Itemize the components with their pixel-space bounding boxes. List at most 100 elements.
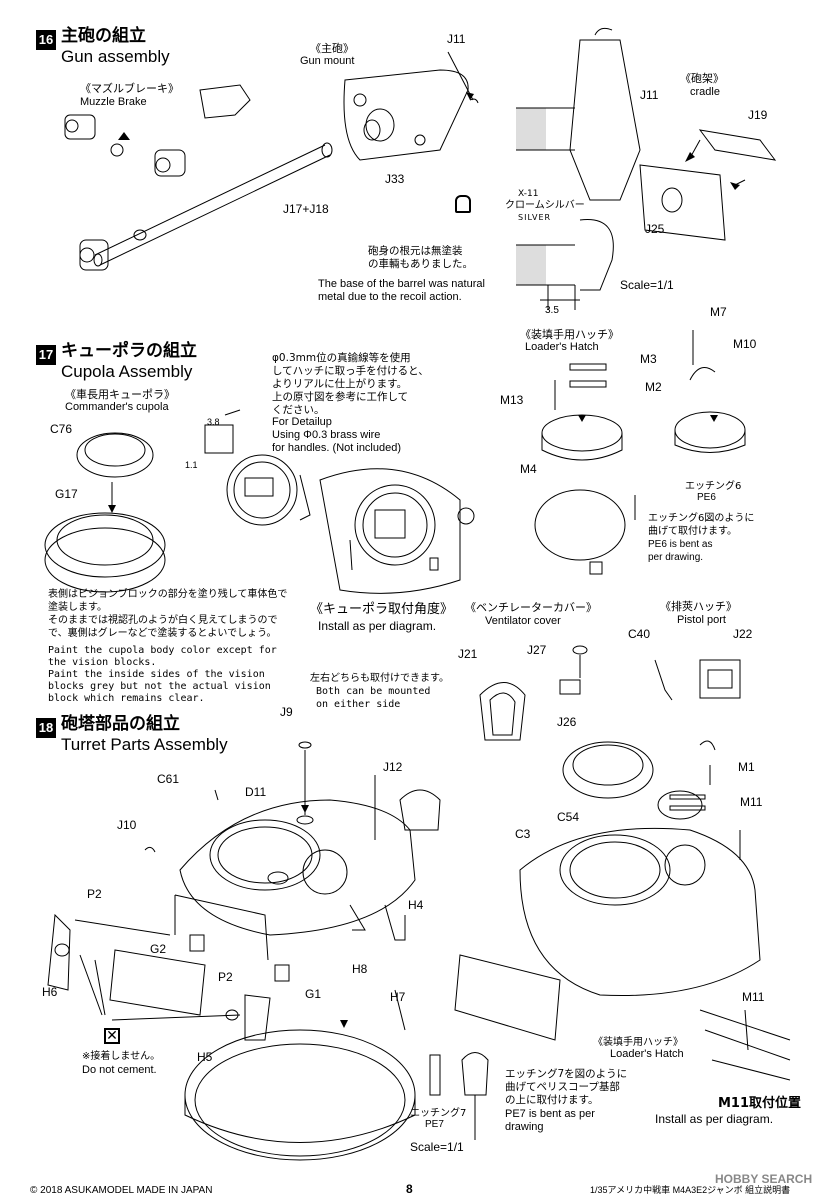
cmd-cupola-label-jp: 《車長用キューポラ》 (65, 388, 175, 401)
pe7-note-en: PE7 is bent as per drawing (505, 1108, 595, 1133)
no-cement-icon: ✕ (104, 1028, 120, 1044)
step-17-badge: 17 (36, 345, 56, 365)
footer-copyright: © 2018 ASUKAMODEL MADE IN JAPAN (30, 1185, 213, 1196)
pistol-port-label-en: Pistol port (677, 614, 726, 626)
part-p2-a: P2 (87, 887, 102, 901)
part-h4: H4 (408, 898, 424, 912)
part-j19: J19 (748, 108, 768, 122)
step-16-scale: Scale=1/1 (620, 278, 674, 292)
cradle-drawing (516, 27, 641, 310)
ventilator-label-jp: 《ベンチレーターカバー》 (465, 601, 597, 614)
step-16-badge: 16 (36, 30, 56, 50)
part-h8: H8 (352, 962, 368, 976)
no-cement-jp: ※接着しません。 (82, 1051, 161, 1062)
pistol-port-label-jp: 《排莢ハッチ》 (660, 600, 737, 613)
pistol-port-drawing (654, 659, 741, 701)
detail-note-en: For Detailup Using Φ0.3 brass wire for h… (272, 416, 402, 454)
part-j11-b: J11 (640, 88, 659, 102)
footer-title: 1/35アメリカ中戦車 M4A3E2ジャンボ 組立説明書 (590, 1185, 791, 1195)
cupola-install-drawing (319, 468, 475, 594)
part-m4: M4 (520, 462, 537, 476)
paint-code: X-11 (518, 189, 539, 199)
footer-page-number: 8 (406, 1182, 413, 1196)
part-m10: M10 (733, 337, 757, 351)
cupola-paint-note-en: Paint the cupola body color except for t… (48, 645, 277, 704)
part-j25: J25 (645, 222, 665, 236)
mantlet-parts-drawing (47, 913, 290, 1041)
barrel-drawing (79, 142, 333, 271)
commanders-cupola-drawing (44, 432, 166, 593)
mount-either-side-en: Both can be mounted on either side (316, 686, 431, 710)
pe6-label-jp: エッチング6 (685, 481, 742, 492)
part-d11: D11 (245, 785, 267, 799)
dim-3-8: 3.8 (207, 417, 220, 427)
step-18-badge: 18 (36, 718, 56, 738)
paint-name-jp: クロームシルバー (505, 200, 585, 211)
turret-drawing (144, 741, 441, 961)
part-g17: G17 (55, 487, 78, 501)
barrel-note-en: The base of the barrel was natural metal… (318, 278, 485, 303)
cupola-paint-note-jp: 表側はビジョンブロックの部分を塗り残して車体色で 塗装します。 そのままでは視認… (48, 589, 288, 639)
part-m7: M7 (710, 305, 727, 319)
part-c61: C61 (157, 772, 180, 786)
step-16-title-en: Gun assembly (61, 47, 170, 66)
turret-right-drawing (454, 740, 791, 1081)
step-18-scale: Scale=1/1 (410, 1140, 464, 1154)
part-m1: M1 (738, 760, 755, 774)
part-c40: C40 (628, 627, 651, 641)
step-17-title-jp: キューポラの組立 (61, 341, 197, 361)
turret-ring-drawing (184, 989, 416, 1161)
paint-bottle-icon (455, 195, 471, 213)
part-p2-b: P2 (218, 970, 233, 984)
barrel-dimension: 3.5 (545, 305, 559, 316)
hatch-detail-drawing (204, 409, 311, 526)
arrows (108, 92, 740, 1028)
gun-mount-label-en: Gun mount (300, 55, 355, 67)
part-j11-a: J11 (447, 32, 466, 46)
part-j21: J21 (458, 647, 478, 661)
part-h5: H5 (197, 1050, 213, 1064)
part-c76: C76 (50, 422, 73, 436)
pe7-drawing (429, 1052, 489, 1140)
part-j33: J33 (385, 172, 405, 186)
part-j12: J12 (383, 760, 403, 774)
part-m3: M3 (640, 352, 657, 366)
detail-note-jp: φ0.3mm位の真鍮線等を使用 してハッチに取っ手を付けると、 よりリアルに仕上… (272, 352, 429, 416)
m11-position-en: Install as per diagram. (655, 1112, 774, 1126)
gun-mount-drawing (343, 51, 479, 161)
step-18-title-en: Turret Parts Assembly (61, 735, 228, 754)
part-m11-a: M11 (740, 795, 763, 809)
ventilator-label-en: Ventilator cover (485, 615, 561, 627)
loader-hatch-2-en: Loader's Hatch (610, 1048, 684, 1060)
cmd-cupola-label-en: Commander's cupola (65, 401, 169, 413)
part-m2: M2 (645, 380, 662, 394)
ventilator-drawing (479, 645, 588, 741)
cupola-angle-label-jp: 《キューポラ取付角度》 (310, 602, 454, 617)
cupola-angle-label-en: Install as per diagram. (318, 619, 437, 633)
paint-name-en: SILVER (518, 213, 552, 222)
step-18-title-jp: 砲塔部品の組立 (61, 714, 180, 734)
pe6-label-en: PE6 (697, 492, 716, 503)
pe6-note-jp: エッチング6図のように 曲げて取付けます。 (648, 513, 755, 537)
step-17-title-en: Cupola Assembly (61, 362, 193, 381)
part-j22: J22 (733, 627, 753, 641)
loader-hatch-2-jp: 《装填手用ハッチ》 (593, 1037, 683, 1048)
part-h7: H7 (390, 990, 406, 1004)
part-j26: J26 (557, 715, 577, 729)
m11-position-jp: M11取付位置 (718, 1096, 802, 1111)
loaders-hatch-drawing (534, 330, 746, 575)
pe7-label-jp: エッチング7 (410, 1108, 467, 1119)
step-16-title-jp: 主砲の組立 (61, 26, 146, 46)
part-c54: C54 (557, 810, 580, 824)
dim-1-1: 1.1 (185, 460, 198, 470)
loader-hatch-label-jp: 《装填手用ハッチ》 (520, 328, 619, 341)
part-j9: J9 (280, 705, 293, 719)
part-g1: G1 (305, 987, 322, 1001)
cradle-label-jp: 《砲架》 (680, 72, 724, 85)
part-m13: M13 (500, 393, 524, 407)
muzzle-brake-drawing (64, 84, 251, 177)
gun-mount-label-jp: 《主砲》 (310, 42, 354, 55)
hobby-search-watermark: HOBBY SEARCH (715, 1172, 813, 1186)
muzzle-brake-label-en: Muzzle Brake (80, 96, 147, 108)
